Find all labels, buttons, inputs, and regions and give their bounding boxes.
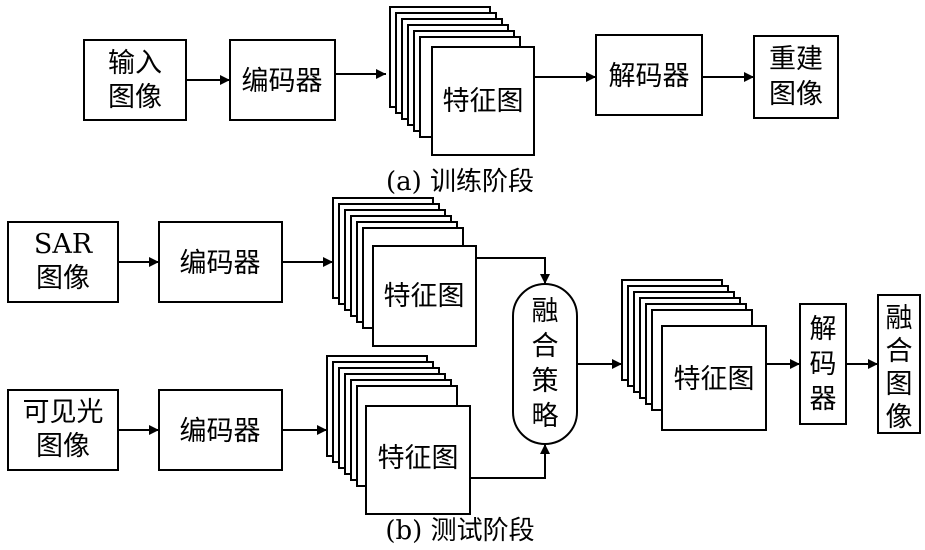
fusion-strategy-char: 策 [532,366,559,397]
visible-feature-map-label: 特征图 [378,443,459,474]
sar-image-box [7,221,119,303]
testing-caption: (b) 测试阶段 [385,516,534,546]
training-stage: 输入 图像 编码器 特征图 解码器 重建 图像 (a) 训练阶段 [83,6,839,197]
sar-feature-map-stack: 特征图 [332,197,477,347]
training-decoder-label: 解码器 [609,61,690,92]
visible-image-box [7,389,119,471]
testing-decoder-char: 码 [810,349,837,380]
sar-feature-map-box [372,245,477,347]
testing-decoder-char: 解 [810,314,837,345]
fused-image-char: 融 [886,303,913,334]
fused-image-char: 图 [886,369,913,400]
training-output-label-line1: 重建 [769,44,823,75]
training-output-label-line2: 图像 [769,79,823,110]
sar-feature-map-label: 特征图 [384,281,465,312]
visible-image-label-line2: 图像 [36,431,90,462]
visible-encoder-box [158,389,283,471]
training-feature-map-label: 特征图 [443,86,524,117]
fused-image-char: 合 [886,336,913,367]
fused-image-box [877,294,921,434]
testing-stage: SAR 图像 编码器 特征图 可见光 图像 编码器 [7,197,921,546]
visible-encoder-label: 编码器 [180,416,261,447]
arrow-sar-features-to-fusion [476,257,550,284]
sar-encoder-label: 编码器 [180,248,261,279]
sar-image-label-line2: 图像 [36,263,90,294]
fusion-strategy-char: 融 [532,296,559,327]
visible-image-label-line1: 可见光 [23,397,104,428]
fused-feature-map-label: 特征图 [674,364,755,395]
fused-image-char: 像 [886,402,913,433]
fusion-strategy-char: 合 [532,331,559,362]
training-caption: (a) 训练阶段 [386,167,534,197]
fused-feature-map-box [661,325,767,431]
arrow-visible-features-to-fusion [470,444,550,479]
visible-feature-map-stack: 特征图 [326,355,471,515]
visible-feature-map-box [365,405,471,515]
training-decoder-box [595,34,703,116]
training-input-label-line1: 输入 [108,48,162,79]
training-feature-map-stack: 特征图 [389,6,535,156]
training-feature-map-box [431,46,535,156]
training-input-box [83,39,187,121]
fused-feature-map-stack: 特征图 [621,279,767,431]
sar-encoder-box [158,221,283,303]
training-encoder-label: 编码器 [242,66,323,97]
training-input-label-line2: 图像 [108,82,162,113]
sar-image-label-line1: SAR [34,229,93,260]
testing-decoder-box [799,303,847,425]
training-output-box [753,35,839,119]
testing-decoder-char: 器 [810,384,837,415]
fusion-strategy-char: 略 [532,401,559,432]
training-encoder-box [229,39,336,121]
